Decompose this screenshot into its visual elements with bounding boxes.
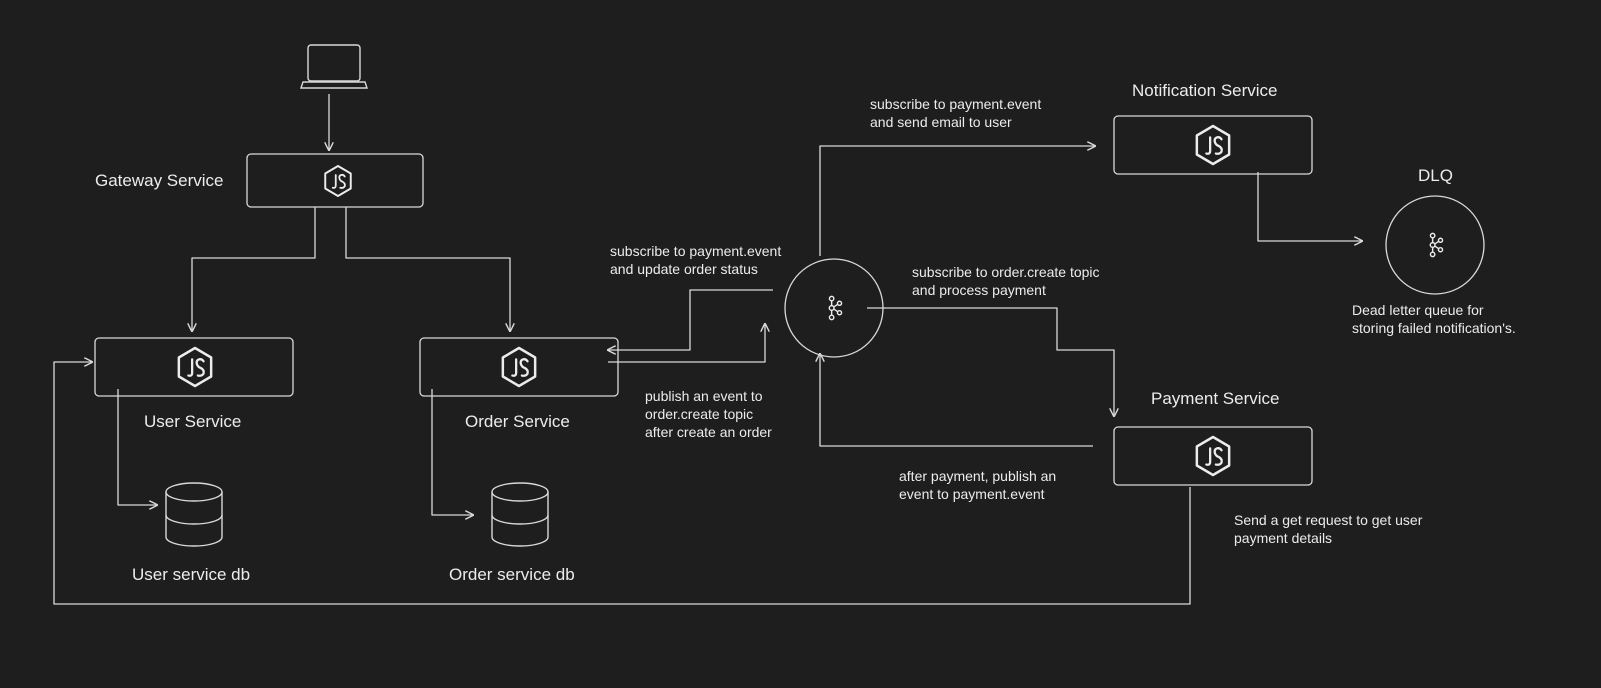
- nodejs-icon: [501, 346, 537, 388]
- kafka-broker-node[interactable]: [784, 258, 884, 358]
- process-payment-annotation: subscribe to order.create topic and proc…: [912, 264, 1100, 298]
- publish-order-annotation: publish an event to order.create topic a…: [645, 388, 772, 440]
- order-service-box[interactable]: [419, 337, 619, 397]
- nodejs-icon: [177, 346, 213, 388]
- dlq-label: DLQ: [1418, 166, 1453, 185]
- laptop-icon: [300, 44, 368, 89]
- kafka-to-payment-arrow: [867, 307, 1114, 416]
- gateway-service-label: Gateway Service: [95, 171, 224, 190]
- dlq-description: Dead letter queue for storing failed not…: [1352, 302, 1516, 336]
- notification-service-label: Notification Service: [1132, 81, 1278, 100]
- order-status-annotation: subscribe to payment.event and update or…: [610, 243, 782, 277]
- publish-payment-annotation: after payment, publish an event to payme…: [899, 468, 1057, 502]
- nodejs-icon: [324, 164, 352, 198]
- payment-to-user-arrow: [53, 362, 1191, 605]
- gateway-to-user-arrow: [192, 207, 316, 331]
- order-service-label: Order Service: [465, 412, 570, 431]
- notification-service-box[interactable]: [1113, 115, 1313, 175]
- email-annotation: subscribe to payment.event and send emai…: [870, 96, 1042, 130]
- database-icon: [491, 482, 549, 547]
- kafka-to-order-arrow: [608, 289, 773, 350]
- order-db-label: Order service db: [449, 565, 575, 584]
- user-service-label: User Service: [144, 412, 242, 431]
- kafka-icon: [1429, 232, 1444, 258]
- payment-service-box[interactable]: [1113, 426, 1313, 486]
- user-to-db-line: [117, 389, 157, 505]
- kafka-to-notification-arrow: [819, 146, 1095, 256]
- get-request-annotation: Send a get request to get user payment d…: [1234, 512, 1423, 546]
- dlq-node[interactable]: [1385, 195, 1485, 295]
- gateway-service-box[interactable]: [246, 153, 424, 208]
- nodejs-icon: [1195, 435, 1231, 477]
- nodejs-icon: [1195, 124, 1231, 166]
- user-db-label: User service db: [132, 565, 251, 584]
- payment-to-kafka-arrow: [820, 354, 1093, 447]
- kafka-icon: [828, 295, 843, 321]
- database-icon: [165, 482, 223, 547]
- gateway-to-order-arrow: [345, 207, 510, 331]
- user-service-box[interactable]: [94, 337, 294, 397]
- order-to-kafka-arrow: [608, 324, 765, 363]
- payment-service-label: Payment Service: [1151, 389, 1280, 408]
- notification-to-dlq-arrow: [1257, 172, 1362, 241]
- order-to-db-line: [431, 389, 473, 515]
